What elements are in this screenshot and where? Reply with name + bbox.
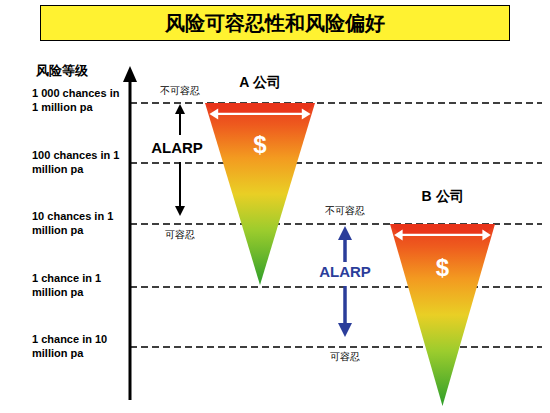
arrowhead	[175, 104, 185, 114]
arrow-shaft	[179, 162, 181, 208]
risk-level-label: 1 chance in 1 million pa	[32, 272, 124, 300]
width-arrowhead	[482, 229, 490, 240]
intolerable-note: 不可容忍	[150, 85, 210, 98]
width-arrowhead	[209, 108, 218, 119]
tolerable-note: 可容忍	[150, 229, 210, 242]
company-heading: B 公司	[370, 188, 515, 206]
triangle-top-band	[390, 224, 495, 235]
width-arrow-shaft	[401, 234, 485, 236]
alarp-arrow-a	[175, 104, 185, 216]
dashed-line	[130, 102, 542, 104]
width-arrowhead	[394, 229, 402, 240]
width-arrow-shaft	[216, 113, 304, 115]
risk-triangle: B 公司$	[390, 224, 495, 406]
triangle-shape	[390, 224, 495, 406]
dashed-line	[130, 346, 542, 348]
triangle-shape	[205, 103, 315, 285]
width-arrowhead	[302, 108, 311, 119]
axis-title: 风险等级	[36, 63, 116, 79]
arrowhead	[338, 323, 352, 337]
risk-level-lines	[130, 103, 542, 347]
risk-level-label: 10 chances in 1 million pa	[32, 210, 124, 238]
arrowhead	[338, 226, 352, 240]
triangle-top-band	[205, 103, 315, 114]
risk-triangle: A 公司$	[205, 103, 315, 285]
arrow-shaft	[343, 238, 347, 262]
triangle-fill	[205, 103, 315, 285]
triangle-fill	[390, 224, 495, 406]
arrowhead	[175, 206, 185, 216]
money-symbol: $	[390, 254, 495, 282]
intolerable-note: 不可容忍	[315, 205, 375, 218]
risk-level-label: 1 000 chances in 1 million pa	[32, 87, 124, 115]
risk-level-label: 1 chance in 10 million pa	[32, 333, 124, 361]
alarp-arrow-b	[338, 226, 352, 337]
alarp-label: ALARP	[310, 263, 380, 282]
tolerable-note: 可容忍	[315, 351, 375, 364]
title-text: 风险可容忍性和风险偏好	[165, 10, 385, 37]
arrow-shaft	[179, 112, 181, 135]
title-banner: 风险可容忍性和风险偏好	[40, 5, 510, 41]
axis-arrowhead	[123, 66, 137, 82]
risk-level-label: 100 chances in 1 million pa	[32, 149, 124, 177]
dashed-line	[130, 162, 542, 164]
alarp-label: ALARP	[142, 139, 212, 158]
company-heading: A 公司	[185, 74, 335, 92]
dashed-line	[130, 286, 542, 288]
money-symbol: $	[205, 131, 315, 159]
arrow-shaft	[343, 286, 347, 324]
y-axis	[129, 78, 132, 400]
